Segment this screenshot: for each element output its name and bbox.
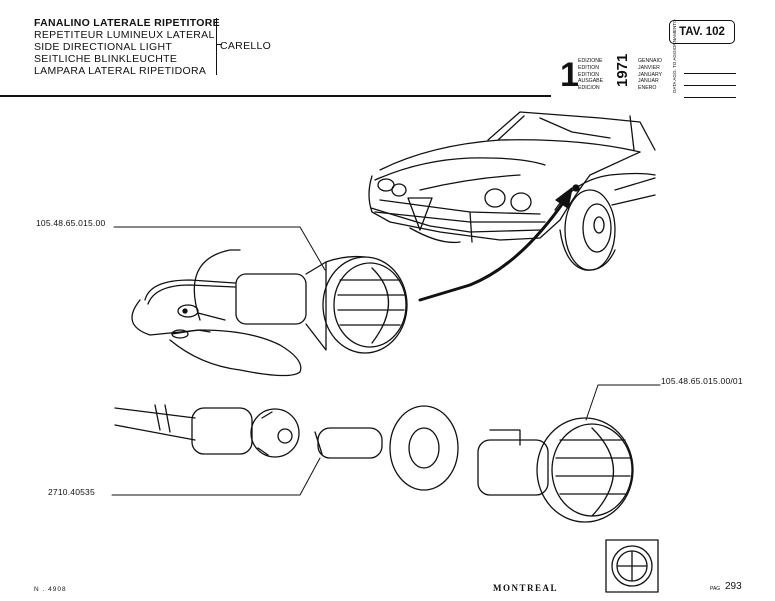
title-german: SEITLICHE BLINKLEUCHTE (34, 53, 178, 65)
gasket-drawing (389, 405, 459, 491)
edition-box: 1 EDIZIONE EDITION EDITION AUSGABE EDICI… (556, 19, 736, 98)
edition-labels: EDIZIONE EDITION EDITION AUSGABE EDICION (578, 58, 603, 92)
update-line (684, 86, 736, 98)
edition-month: ENERO (638, 85, 657, 92)
part-number-bulb: 2710.40535 (48, 487, 95, 497)
document-number: N . 4908 (34, 586, 67, 593)
title-block: FANALINO LATERALE RIPETITORE REPETITEUR … (34, 17, 220, 77)
edition-label: EDITION (578, 71, 600, 78)
title-french: REPETITEUR LUMINEUX LATERAL (34, 29, 215, 41)
lamp-assembly-drawing (131, 249, 408, 377)
update-line (684, 74, 736, 86)
brace-tip (216, 44, 222, 45)
update-lines (684, 62, 736, 98)
edition-label: EDICION (578, 85, 600, 92)
edition-month: GENNAIO (638, 58, 662, 64)
title-english: SIDE DIRECTIONAL LIGHT (34, 41, 173, 53)
socket-and-bulb-drawing (114, 404, 383, 459)
model-name: MONTREAL (493, 583, 559, 593)
edition-month: JANUARY (638, 71, 663, 78)
edition-months: GENNAIO JANVIER JANUARY JANUAR ENERO (638, 58, 662, 92)
edition-month: JANVIER (638, 64, 660, 71)
pointer-arrow (418, 198, 567, 302)
part-number-assembly: 105.48.65.015.00 (36, 218, 106, 228)
edition-month: JANUAR (638, 78, 659, 85)
edition-label: EDIZIONE (578, 58, 603, 64)
manufacturer-label: CARELLO (220, 40, 272, 52)
page-label: PAG (710, 586, 721, 592)
part-number-lamp-body: 105.48.65.015.00/01 (661, 376, 743, 386)
title-spanish: LAMPARA LATERAL RIPETIDORA (34, 65, 207, 77)
update-line (684, 62, 736, 74)
table-number-badge: TAV. 102 (669, 20, 735, 44)
page-number: 293 (725, 581, 742, 592)
car-drawing (368, 111, 656, 271)
title-brace (210, 18, 217, 75)
edition-number: 1 (560, 56, 579, 94)
title-italian: FANALINO LATERALE RIPETITORE (34, 17, 220, 29)
lamp-body-drawing (477, 417, 634, 523)
edition-label: EDITION (578, 64, 600, 71)
header-rule (0, 95, 551, 97)
edition-label: AUSGABE (578, 78, 604, 85)
alfa-romeo-emblem (605, 539, 659, 593)
